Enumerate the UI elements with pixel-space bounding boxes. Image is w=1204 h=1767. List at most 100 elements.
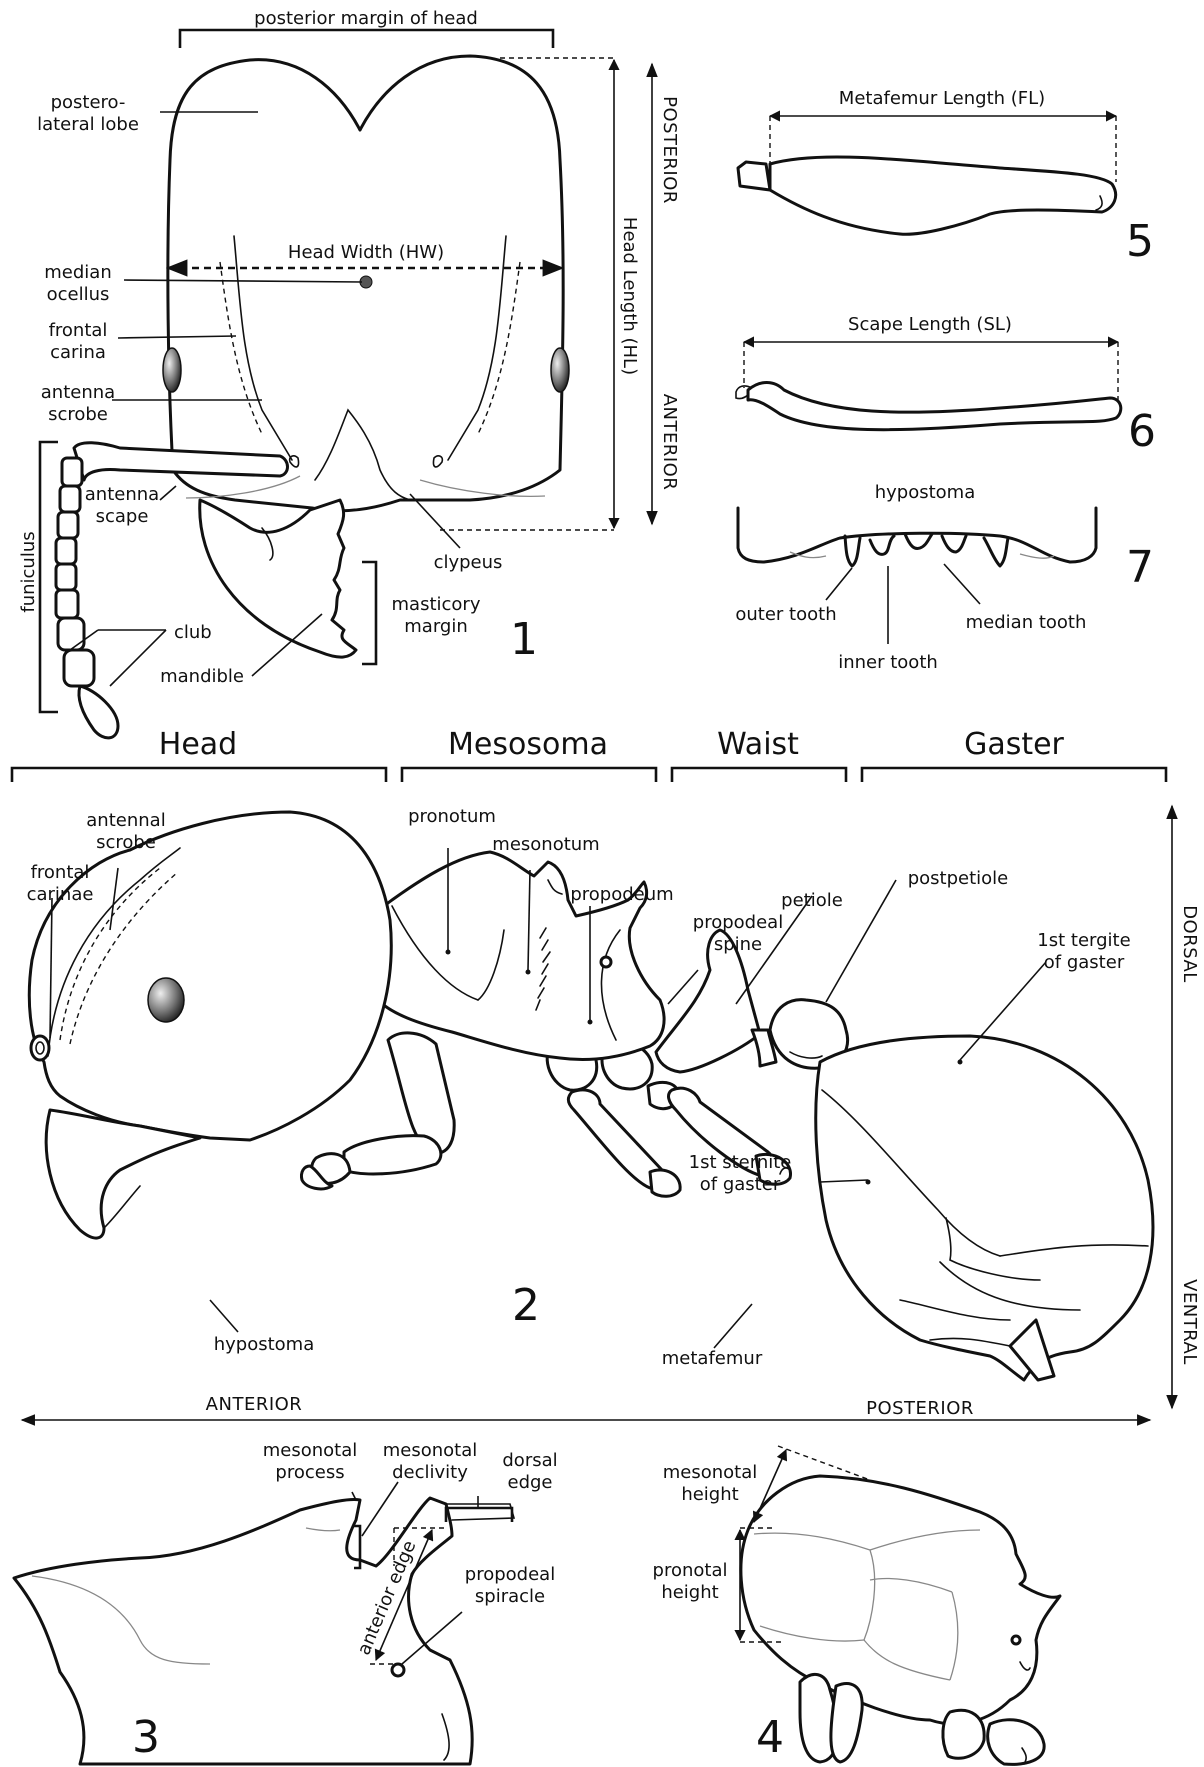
median-tooth-leader bbox=[944, 564, 980, 604]
mesonotal-declivity-label-1: mesonotal bbox=[383, 1440, 478, 1461]
club-label: club bbox=[174, 622, 212, 643]
compound-eye-left bbox=[163, 348, 181, 392]
mesonotal-process-label-1: mesonotal bbox=[263, 1440, 358, 1461]
antennal-scrobe-label-2: scrobe bbox=[96, 832, 156, 853]
outer-tooth-leader bbox=[826, 568, 852, 600]
antenna-scrobe-label-2: scrobe bbox=[48, 404, 108, 425]
metafemur-label: metafemur bbox=[662, 1348, 763, 1369]
pronotum-label: pronotum bbox=[408, 806, 496, 827]
mesosoma-section-label: Mesosoma bbox=[448, 727, 608, 762]
median-tooth-label: median tooth bbox=[966, 612, 1087, 633]
hypostoma-lateral-label: hypostoma bbox=[214, 1334, 315, 1355]
mesonotal-process-label-2: process bbox=[275, 1462, 344, 1483]
mandible-lateral-edge bbox=[104, 1186, 140, 1228]
hypostoma-median-tooth bbox=[905, 534, 932, 548]
dorsal-edge-label-2: edge bbox=[508, 1472, 553, 1493]
anterior-label: ANTERIOR bbox=[206, 1394, 303, 1415]
clypeus-label: clypeus bbox=[434, 552, 503, 573]
metafemur-length-label: Metafemur Length (FL) bbox=[839, 88, 1045, 109]
mesonotal-declivity-leader bbox=[362, 1482, 398, 1536]
hypostoma-outer-tooth-right bbox=[984, 538, 1008, 566]
dorsal-label: DORSAL bbox=[1179, 905, 1200, 983]
ventral-label: VENTRAL bbox=[1179, 1279, 1200, 1365]
propodeal-spine-label-1: propodeal bbox=[693, 912, 783, 933]
posterior-margin-bracket bbox=[180, 30, 553, 48]
mesosoma-profile-outline bbox=[14, 1498, 472, 1764]
waist-section-bracket bbox=[672, 768, 846, 782]
median-ocellus-label-2: ocellus bbox=[47, 284, 110, 305]
figure-1-head-frontal: posterior margin of head bbox=[18, 8, 680, 738]
antenna-scape-label-1: antenna bbox=[85, 484, 159, 505]
scape-shaft bbox=[748, 383, 1121, 430]
fig4-spiracle bbox=[1012, 1636, 1020, 1644]
metafemur-trochanter bbox=[738, 162, 770, 190]
mesonotal-declivity-label-2: declivity bbox=[392, 1462, 468, 1483]
mesonotal-height-label-1: mesonotal bbox=[663, 1462, 758, 1483]
mesosoma-height-outline bbox=[741, 1476, 1060, 1724]
propodeal-spiracle-label-1: propodeal bbox=[465, 1564, 555, 1585]
inner-tooth-label: inner tooth bbox=[838, 652, 938, 673]
first-tergite-label-2: of gaster bbox=[1044, 952, 1125, 973]
gaster bbox=[816, 1036, 1153, 1380]
masticory-margin-bracket bbox=[362, 562, 376, 664]
scape-length-label: Scape Length (SL) bbox=[848, 314, 1012, 335]
head-width-label: Head Width (HW) bbox=[288, 242, 444, 263]
compound-eye-right bbox=[551, 348, 569, 392]
fig4-leg-2 bbox=[831, 1684, 862, 1762]
propodeum-label: propodeum bbox=[570, 884, 673, 905]
waist-section-label: Waist bbox=[717, 727, 799, 762]
metafemur-shaft bbox=[770, 157, 1116, 234]
propodeal-spiracle-lateral bbox=[601, 957, 611, 967]
figure-5-number: 5 bbox=[1126, 216, 1154, 267]
pronotal-height-label-1: pronotal bbox=[653, 1560, 728, 1581]
first-sternite-label-2: of gaster bbox=[700, 1174, 781, 1195]
figure-4-mesosoma-heights: mesonotal height pronotal height 4 bbox=[653, 1446, 1060, 1764]
mandible-label: mandible bbox=[160, 666, 244, 687]
mesosoma-section-bracket bbox=[402, 768, 656, 782]
antenna-scape-label-2: scape bbox=[96, 506, 149, 527]
fig4-leg-4 bbox=[988, 1720, 1044, 1765]
outer-tooth-label: outer tooth bbox=[735, 604, 836, 625]
propodeal-spine-label-2: spine bbox=[714, 934, 762, 955]
pronotal-height-label-2: height bbox=[661, 1582, 718, 1603]
masticory-margin-label-2: margin bbox=[404, 616, 467, 637]
petiole-label: petiole bbox=[781, 890, 843, 911]
masticory-margin-label-1: masticory bbox=[392, 594, 481, 615]
mesonotum-label: mesonotum bbox=[492, 834, 599, 855]
hypostoma-inner-tooth-right bbox=[942, 536, 966, 552]
posterior-margin-label: posterior margin of head bbox=[254, 8, 478, 29]
figure-4-number: 4 bbox=[756, 1712, 784, 1763]
head-section-label: Head bbox=[159, 727, 237, 762]
fig4-leg-3 bbox=[943, 1710, 984, 1758]
antennal-scrobe-label-1: antennal bbox=[86, 810, 165, 831]
figure-3-mesosoma-profile: anterior edge mesonotal process mesonota… bbox=[14, 1440, 558, 1764]
first-tergite-label-1: 1st tergite bbox=[1037, 930, 1130, 951]
dorsal-edge-label-1: dorsal bbox=[502, 1450, 557, 1471]
funiculus-label: funiculus bbox=[18, 531, 39, 612]
antenna-scrobe-label-1: antenna bbox=[41, 382, 115, 403]
anterior-direction-label: ANTERIOR bbox=[659, 394, 680, 491]
posterolateral-lobe-label-1: postero- bbox=[51, 92, 126, 113]
figure-7-hypostoma: hypostoma outer tooth median tooth inner… bbox=[735, 482, 1154, 673]
hypostoma-title: hypostoma bbox=[875, 482, 976, 503]
propodeal-spiracle bbox=[392, 1664, 404, 1676]
first-sternite-label-1: 1st sternite bbox=[689, 1152, 792, 1173]
figure-1-number: 1 bbox=[510, 614, 538, 665]
figure-2-lateral-view: Head Mesosoma Waist Gaster bbox=[12, 727, 1200, 1420]
posterior-label: POSTERIOR bbox=[866, 1398, 974, 1419]
postpetiole-label: postpetiole bbox=[908, 868, 1009, 889]
figure-2-number: 2 bbox=[512, 1280, 540, 1331]
hypostoma-outer-tooth-left bbox=[845, 536, 860, 566]
frontal-carina-label-1: frontal bbox=[49, 320, 108, 341]
mandible bbox=[200, 500, 356, 657]
propodeal-spiracle-label-2: spiracle bbox=[475, 1586, 545, 1607]
compound-eye-lateral bbox=[148, 978, 184, 1022]
head-section-bracket bbox=[12, 768, 386, 782]
gaster-section-label: Gaster bbox=[964, 727, 1064, 762]
figure-6-number: 6 bbox=[1128, 406, 1156, 457]
antennal-socket-lateral bbox=[31, 1036, 49, 1060]
hypostoma-inner-tooth-left bbox=[870, 536, 894, 554]
figure-7-number: 7 bbox=[1126, 542, 1154, 593]
figure-5-metafemur: Metafemur Length (FL) 5 bbox=[738, 88, 1154, 267]
